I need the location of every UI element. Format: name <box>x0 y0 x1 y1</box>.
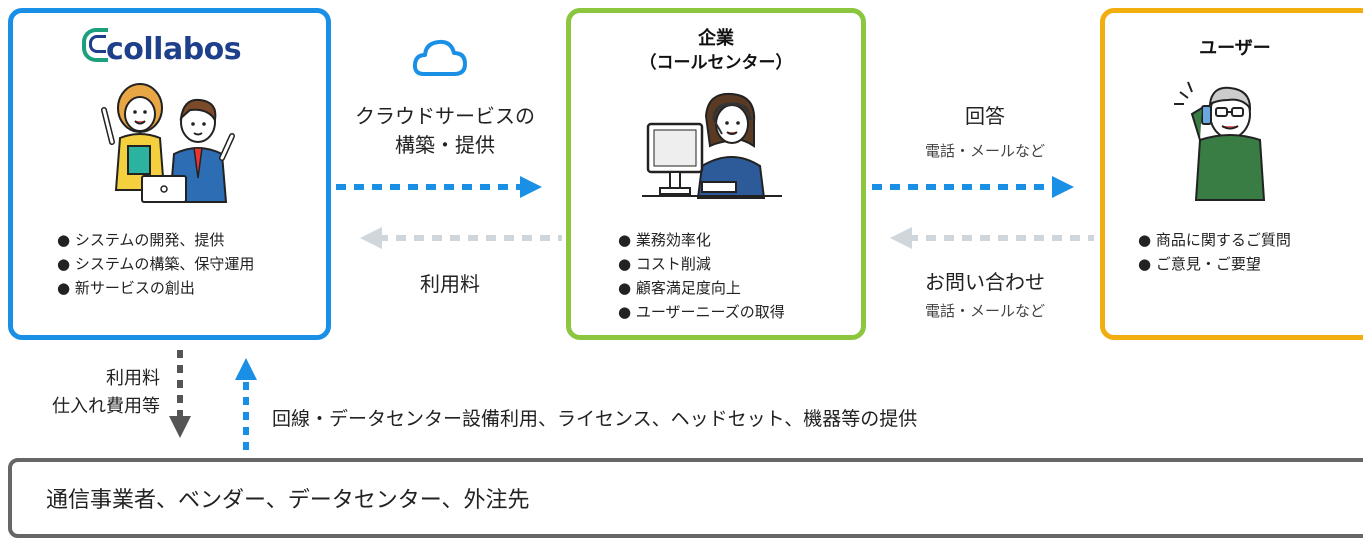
staff-illustration <box>101 83 235 203</box>
user-bullets: 商品に関するご質問 ご意見・ご要望 <box>1138 228 1291 276</box>
collabos-bullet: システムの開発、提供 <box>57 228 254 252</box>
collabos-logo-text: collabos <box>106 32 242 67</box>
vendors-box <box>8 458 1363 538</box>
user-bullet: 商品に関するご質問 <box>1138 228 1291 252</box>
collabos-bullet: システムの構築、保守運用 <box>57 252 255 276</box>
answer-sub-label: 電話・メールなど <box>924 142 1045 160</box>
down-label-1: 利用料 <box>106 368 160 389</box>
company-bullet: 顧客満足度向上 <box>618 276 785 300</box>
company-bullet: 業務効率化 <box>618 228 785 252</box>
inquiry-label: お問い合わせ <box>925 270 1045 294</box>
inquiry-sub-label: 電話・メールなど <box>924 302 1045 320</box>
company-title: 企業 <box>698 28 734 49</box>
collabos-bullets: システムの開発、提供 システムの構築、保守運用 新サービスの創出 <box>57 228 255 300</box>
down-label-2: 仕入れ費用等 <box>52 396 160 417</box>
collabos-logo-mark <box>82 28 108 62</box>
cloud-service-label-2: 構築・提供 <box>395 133 495 157</box>
answer-label: 回答 <box>965 104 1005 128</box>
company-bullet: コスト削減 <box>618 252 785 276</box>
company-bullets: 業務効率化 コスト削減 顧客満足度向上 ユーザーニーズの取得 <box>618 228 785 324</box>
cloud-icon <box>412 39 467 76</box>
company-subtitle: （コールセンター） <box>639 53 793 73</box>
collabos-bullet: 新サービスの創出 <box>57 276 254 300</box>
company-bullet: ユーザーニーズの取得 <box>618 300 785 324</box>
operator-illustration <box>642 92 782 199</box>
customer-illustration <box>1174 81 1266 201</box>
cloud-service-label-1: クラウドサービスの <box>355 104 535 128</box>
supply-label: 回線・データセンター設備利用、ライセンス、ヘッドセット、機器等の提供 <box>272 408 918 430</box>
vendors-label: 通信事業者、ベンダー、データセンター、外注先 <box>46 488 530 513</box>
user-title: ユーザー <box>1199 38 1271 59</box>
collabos-logo: collabos <box>82 28 242 67</box>
fee-label: 利用料 <box>420 272 480 296</box>
user-bullet: ご意見・ご要望 <box>1138 252 1291 276</box>
